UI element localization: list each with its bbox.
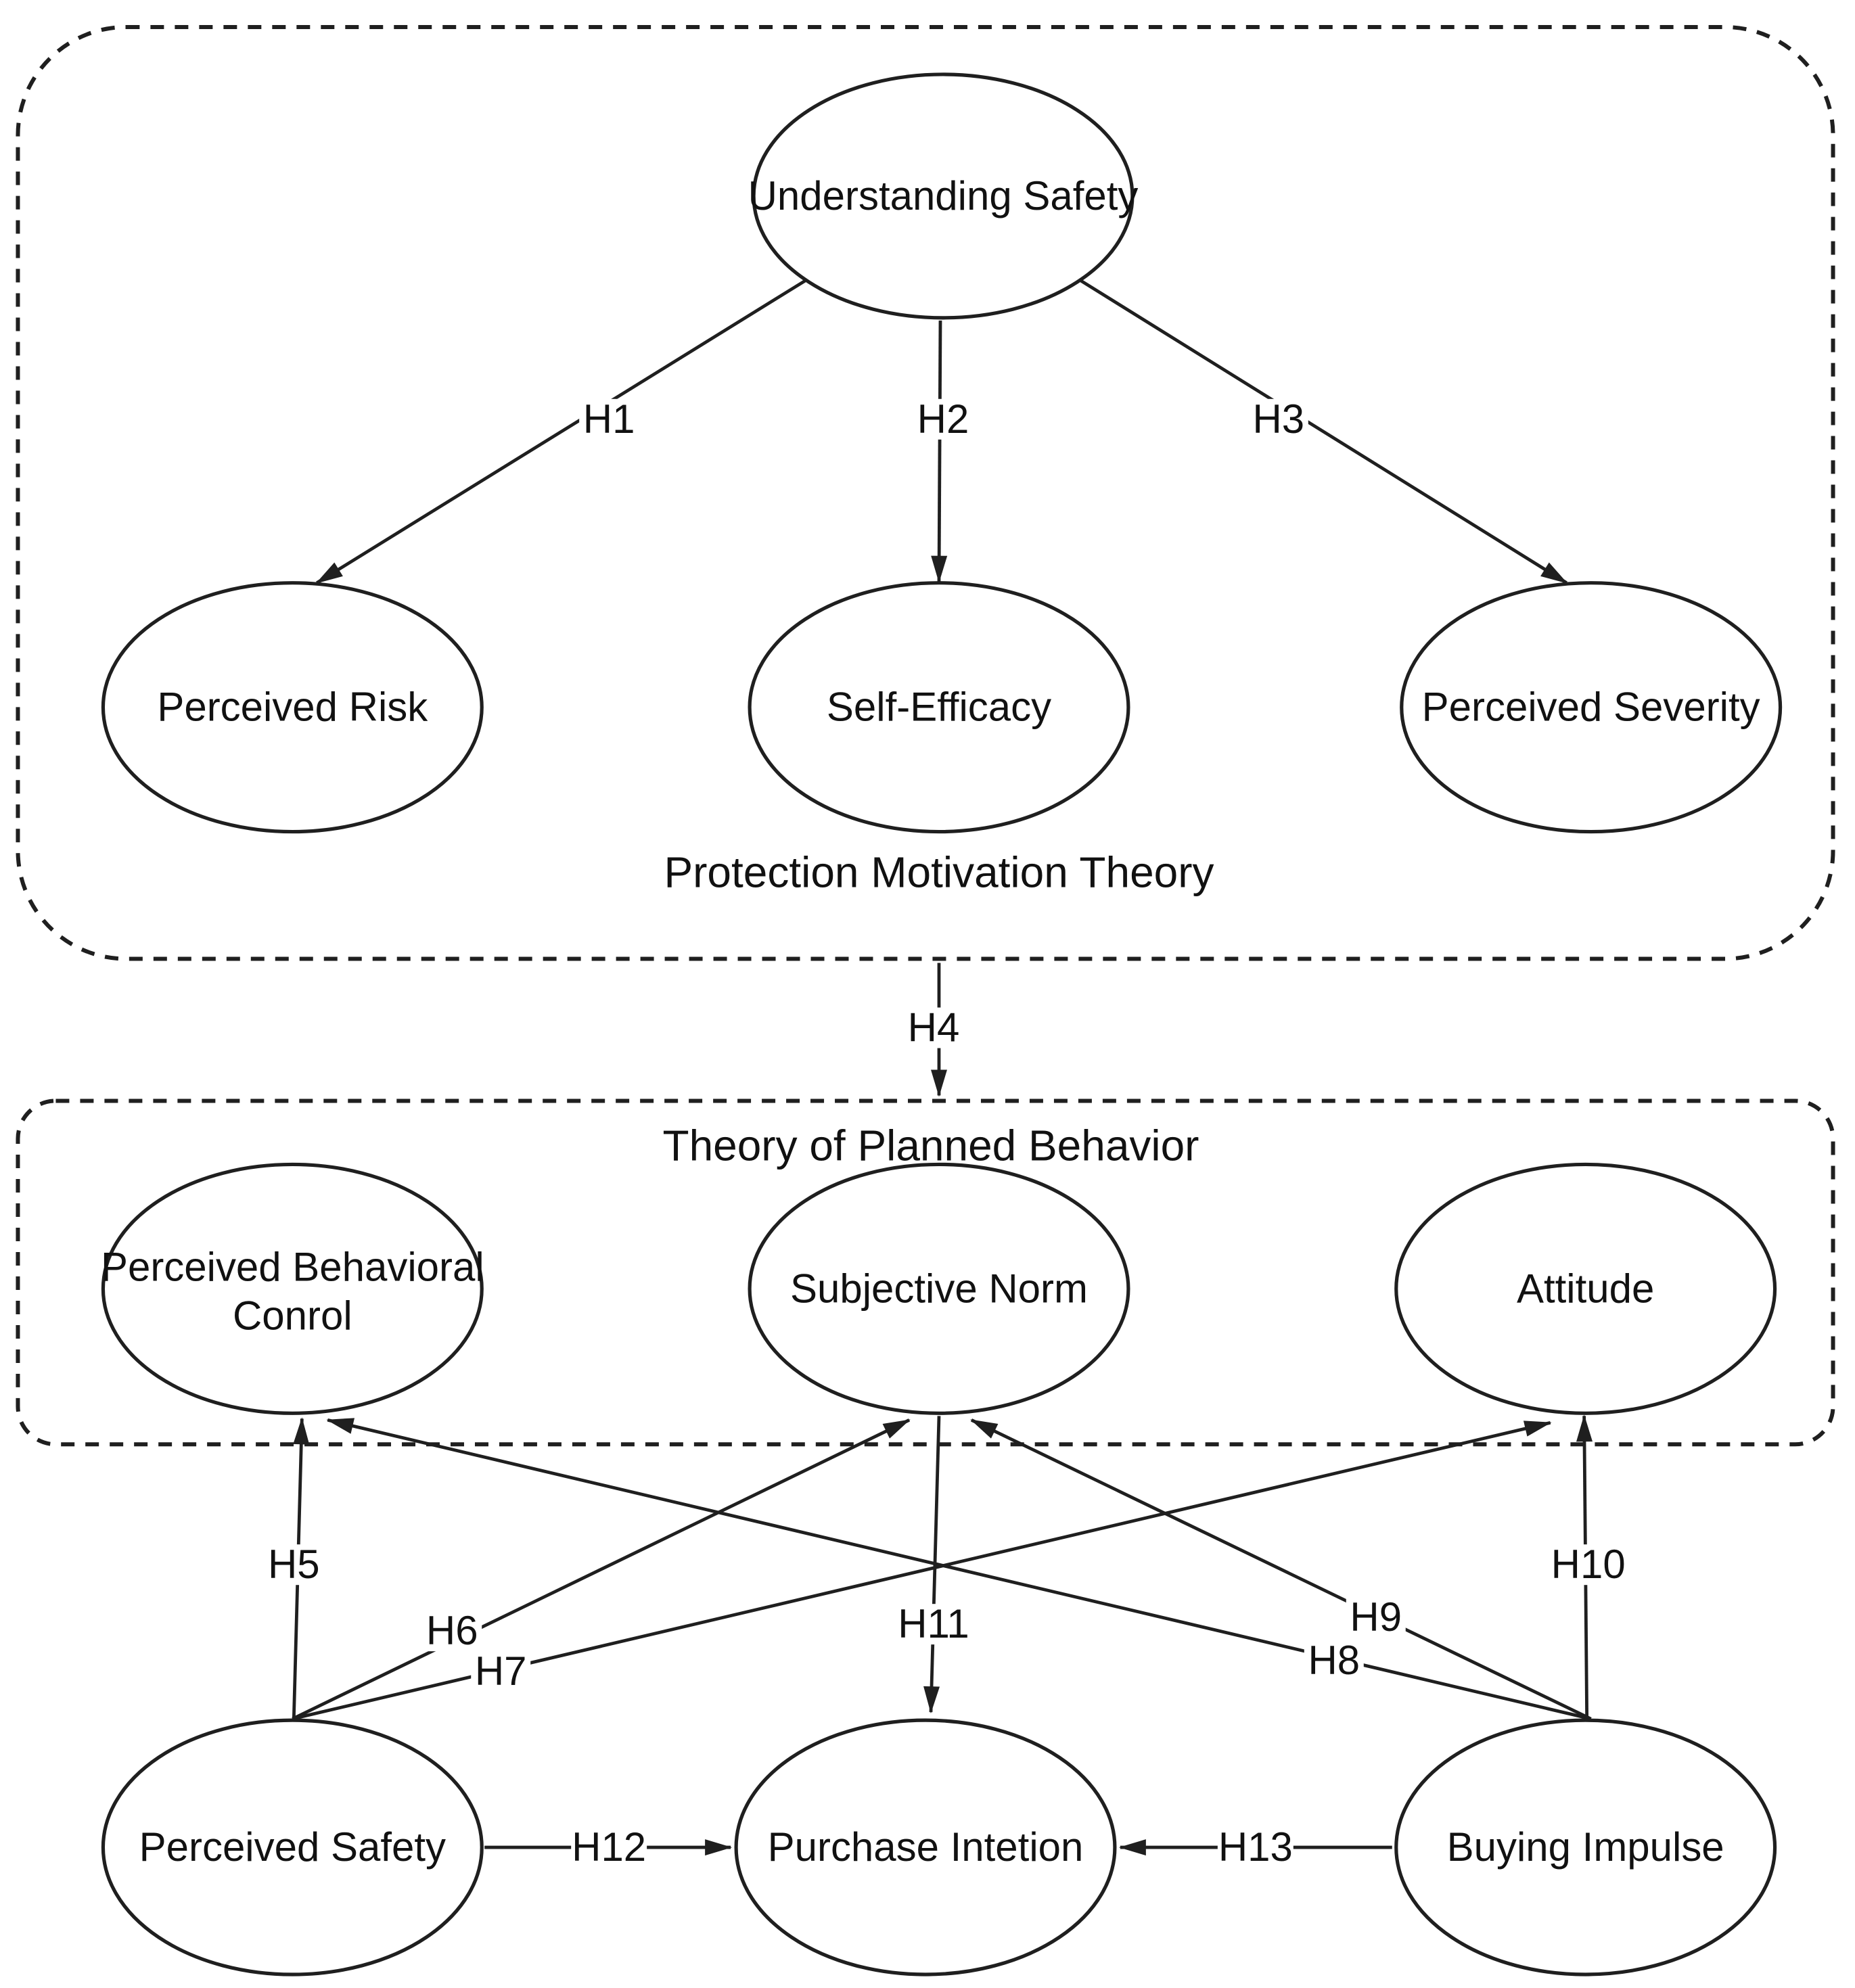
node-label-perceived-safety: Perceived Safety bbox=[139, 1824, 446, 1870]
node-perceived-behavioral-control: Perceived Behavioral Conrol bbox=[101, 1162, 484, 1415]
edge-label-h2: H2 bbox=[913, 396, 973, 442]
edge-h8 bbox=[326, 1418, 1592, 1721]
svg-text:H11: H11 bbox=[898, 1601, 969, 1646]
node-label-perceived-behavioral-control-line2: Conrol bbox=[233, 1293, 352, 1338]
node-label-self-efficacy: Self-Efficacy bbox=[827, 685, 1051, 730]
node-purchase-intention: Purchase Intetion bbox=[734, 1718, 1117, 1977]
svg-text:H13: H13 bbox=[1218, 1824, 1293, 1870]
svg-text:H7: H7 bbox=[475, 1648, 527, 1694]
node-perceived-safety: Perceived Safety bbox=[101, 1718, 484, 1977]
node-label-purchase-intention: Purchase Intetion bbox=[768, 1824, 1084, 1870]
node-understanding-safety: Understanding Safety bbox=[748, 72, 1139, 320]
edge-h9 bbox=[970, 1418, 1592, 1721]
edge-h6 bbox=[292, 1418, 911, 1721]
node-self-efficacy: Self-Efficacy bbox=[748, 581, 1130, 834]
edge-label-h10: H10 bbox=[1550, 1542, 1626, 1587]
node-label-buying-impulse: Buying Impulse bbox=[1447, 1824, 1724, 1870]
node-label-attitude: Attitude bbox=[1517, 1266, 1654, 1311]
edge-label-h8: H8 bbox=[1304, 1638, 1364, 1683]
edge-label-h4: H4 bbox=[904, 1004, 963, 1050]
edge-label-h12: H12 bbox=[571, 1824, 647, 1870]
edge-label-h6: H6 bbox=[422, 1608, 482, 1653]
node-subjective-norm: Subjective Norm bbox=[748, 1162, 1130, 1415]
svg-text:H9: H9 bbox=[1350, 1594, 1402, 1640]
svg-text:H5: H5 bbox=[268, 1542, 320, 1587]
edge-h1 bbox=[315, 278, 808, 584]
node-perceived-risk: Perceived Risk bbox=[101, 581, 484, 834]
svg-text:H6: H6 bbox=[426, 1608, 478, 1653]
edge-labels: H1 H2 H3 H4 H5 H6 H7 H8 bbox=[264, 396, 1626, 1870]
tpb-group-box bbox=[16, 1099, 1835, 1447]
edge-label-h3: H3 bbox=[1248, 396, 1308, 442]
svg-text:H3: H3 bbox=[1252, 396, 1304, 442]
edge-label-h5: H5 bbox=[264, 1542, 324, 1587]
edge-label-h11: H11 bbox=[896, 1601, 971, 1646]
node-attitude: Attitude bbox=[1394, 1162, 1777, 1415]
svg-text:H8: H8 bbox=[1308, 1638, 1360, 1683]
node-perceived-severity: Perceived Severity bbox=[1400, 581, 1783, 834]
node-buying-impulse: Buying Impulse bbox=[1394, 1718, 1777, 1977]
edge-h11 bbox=[923, 1416, 941, 1714]
node-label-perceived-severity: Perceived Severity bbox=[1422, 685, 1760, 730]
edge-h2 bbox=[931, 320, 948, 583]
svg-text:H2: H2 bbox=[917, 396, 969, 442]
pmt-group-box bbox=[16, 24, 1835, 961]
edge-label-h1: H1 bbox=[579, 396, 639, 442]
svg-text:H12: H12 bbox=[572, 1824, 646, 1870]
svg-text:H10: H10 bbox=[1551, 1542, 1626, 1587]
edge-h3 bbox=[1078, 278, 1568, 584]
node-label-understanding-safety: Understanding Safety bbox=[748, 173, 1139, 218]
edge-label-h7: H7 bbox=[471, 1648, 531, 1694]
svg-text:H4: H4 bbox=[908, 1004, 960, 1050]
nodes: Understanding Safety Perceived Risk Self… bbox=[101, 72, 1783, 1977]
tpb-group-title: Theory of Planned Behavior bbox=[662, 1121, 1199, 1170]
node-label-perceived-behavioral-control-line1: Perceived Behavioral bbox=[101, 1244, 484, 1289]
edge-label-h13: H13 bbox=[1217, 1824, 1293, 1870]
svg-text:H1: H1 bbox=[583, 396, 635, 442]
node-label-perceived-risk: Perceived Risk bbox=[157, 685, 428, 730]
pmt-group-title: Protection Motivation Theory bbox=[664, 848, 1214, 897]
edge-label-h9: H9 bbox=[1346, 1594, 1406, 1640]
node-label-subjective-norm: Subjective Norm bbox=[790, 1266, 1088, 1311]
